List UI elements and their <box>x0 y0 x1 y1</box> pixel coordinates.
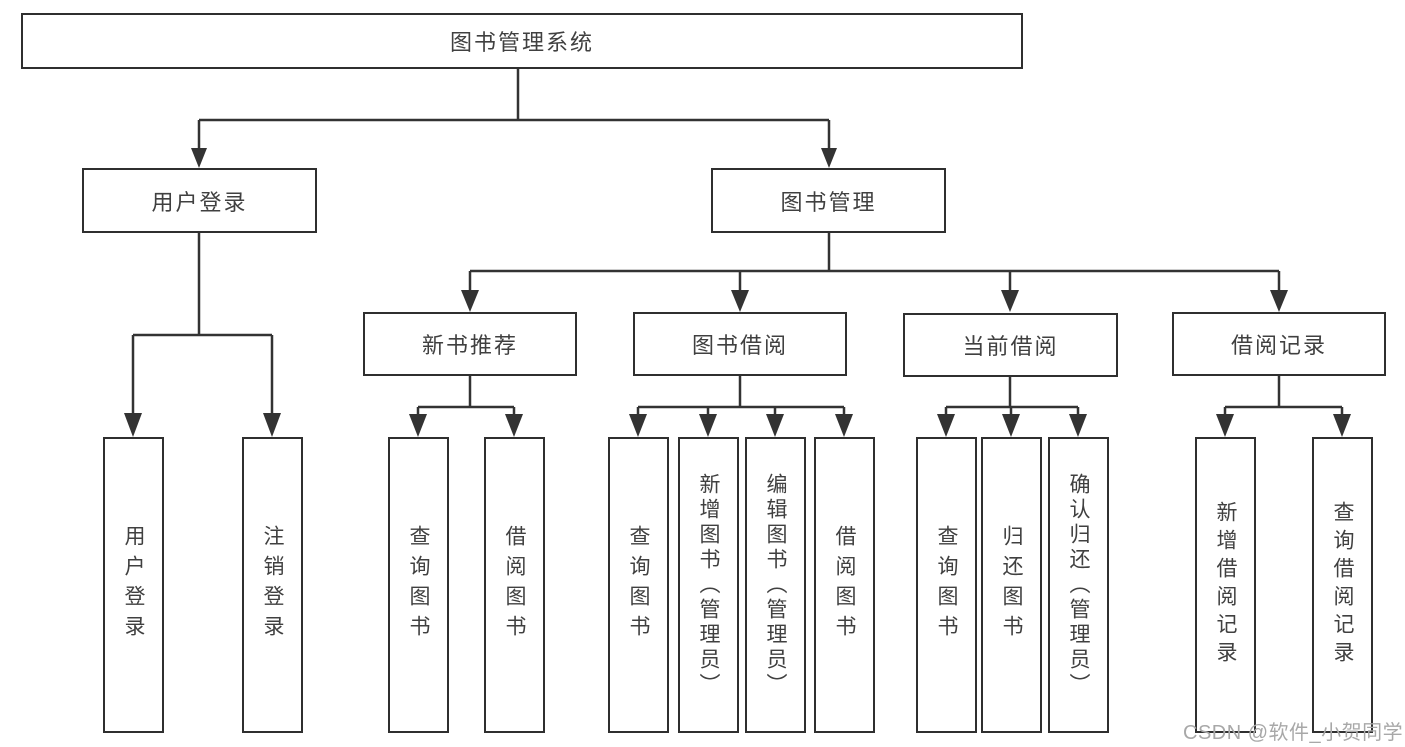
leaf-borrow-books-recommend-label: 借阅图书 <box>503 525 526 645</box>
leaf-user-login: 用户登录 <box>103 437 164 733</box>
leaf-query-books-borrowing: 查询图书 <box>608 437 669 733</box>
csdn-watermark: CSDN @软件_小贺同学 <box>1183 722 1404 744</box>
node-borrowing-records: 借阅记录 <box>1172 312 1386 376</box>
connector-borrow-to-leaves <box>636 376 846 418</box>
leaf-query-books-recommend: 查询图书 <box>388 437 449 733</box>
connector-newbook-to-leaves <box>416 376 516 418</box>
leaf-query-books-borrowing-label: 查询图书 <box>627 525 650 645</box>
node-current-borrowing: 当前借阅 <box>903 313 1118 377</box>
node-user-login: 用户登录 <box>82 168 317 233</box>
node-book-management-label: 图书管理 <box>780 189 877 215</box>
arrow-down-icon <box>124 413 142 437</box>
arrow-down-icon <box>505 414 523 437</box>
arrow-down-icon <box>937 414 955 437</box>
arrow-down-icon <box>835 414 853 437</box>
arrow-down-icon <box>191 148 207 168</box>
arrow-down-icon <box>1002 414 1020 437</box>
arrow-down-icon <box>461 290 479 312</box>
node-new-book-recommend-label: 新书推荐 <box>421 333 518 358</box>
arrow-down-icon <box>263 413 281 437</box>
leaf-add-book-admin-label: 新增图书（管理员） <box>697 472 720 698</box>
node-library-system: 图书管理系统 <box>21 13 1023 69</box>
leaf-query-books-current-label: 查询图书 <box>935 525 958 645</box>
node-new-book-recommend: 新书推荐 <box>363 312 577 376</box>
arrow-down-icon <box>1333 414 1351 437</box>
node-book-borrowing: 图书借阅 <box>633 312 847 376</box>
leaf-query-borrow-record: 查询借阅记录 <box>1312 437 1373 733</box>
arrow-down-icon <box>409 414 427 437</box>
connector-record-to-leaves <box>1223 376 1344 418</box>
leaf-return-books: 归还图书 <box>981 437 1042 733</box>
node-current-borrowing-label: 当前借阅 <box>962 334 1059 359</box>
arrow-down-icon <box>1069 414 1087 437</box>
leaf-add-borrow-record-label: 新增借阅记录 <box>1214 501 1237 669</box>
connector-management-to-level3 <box>468 233 1281 292</box>
arrow-down-icon <box>629 414 647 437</box>
arrow-down-icon <box>699 414 717 437</box>
leaf-query-books-recommend-label: 查询图书 <box>407 525 430 645</box>
leaf-borrow-books-recommend: 借阅图书 <box>484 437 545 733</box>
leaf-add-book-admin: 新增图书（管理员） <box>678 437 739 733</box>
leaf-user-login-label: 用户登录 <box>122 525 145 645</box>
leaf-logout: 注销登录 <box>242 437 303 733</box>
leaf-edit-book-admin-label: 编辑图书（管理员） <box>764 472 787 698</box>
leaf-return-books-label: 归还图书 <box>1000 525 1023 645</box>
connector-root-to-level2 <box>197 68 831 150</box>
node-library-system-label: 图书管理系统 <box>449 30 594 55</box>
leaf-borrow-books-label: 借阅图书 <box>833 525 856 645</box>
arrow-down-icon <box>766 414 784 437</box>
leaf-borrow-books: 借阅图书 <box>814 437 875 733</box>
arrow-down-icon <box>1001 290 1019 312</box>
node-book-management: 图书管理 <box>711 168 946 233</box>
arrow-down-icon <box>1216 414 1234 437</box>
node-user-login-label: 用户登录 <box>151 189 248 215</box>
arrow-down-icon <box>731 290 749 312</box>
node-book-borrowing-label: 图书借阅 <box>691 333 788 358</box>
leaf-confirm-return-admin: 确认归还（管理员） <box>1048 437 1109 733</box>
connector-login-to-leaves <box>131 233 274 416</box>
arrow-down-icon <box>1270 290 1288 312</box>
leaf-query-borrow-record-label: 查询借阅记录 <box>1331 501 1354 669</box>
leaf-add-borrow-record: 新增借阅记录 <box>1195 437 1256 733</box>
node-borrowing-records-label: 借阅记录 <box>1230 333 1327 358</box>
connector-current-to-leaves <box>944 377 1080 418</box>
leaf-logout-label: 注销登录 <box>261 525 284 645</box>
leaf-query-books-current: 查询图书 <box>916 437 977 733</box>
arrow-down-icon <box>821 148 837 168</box>
leaf-edit-book-admin: 编辑图书（管理员） <box>745 437 806 733</box>
leaf-confirm-return-admin-label: 确认归还（管理员） <box>1067 472 1090 698</box>
